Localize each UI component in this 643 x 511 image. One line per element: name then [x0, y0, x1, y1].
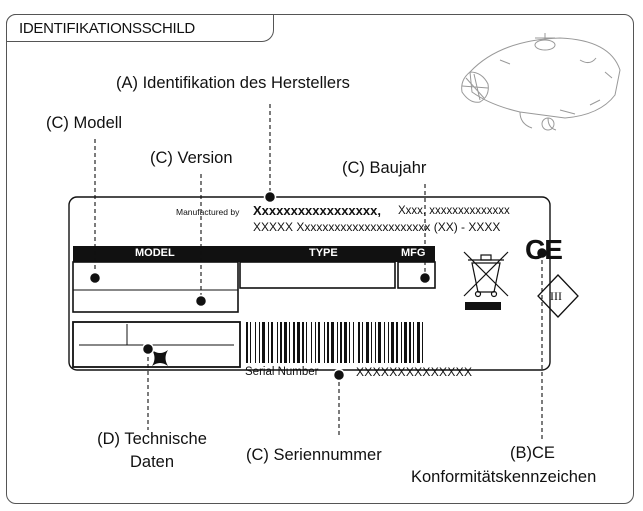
- type-column-header: TYPE: [309, 247, 338, 259]
- plate-header-bar: [73, 246, 435, 262]
- callout-manufacturer: (A) Identifikation des Herstellers: [116, 74, 350, 92]
- ce-mark: CE: [525, 234, 563, 265]
- address-line-2: XXXXX Xxxxxxxxxxxxxxxxxxxxxx (XX) - XXXX: [253, 220, 501, 234]
- class-iii-label: III: [550, 289, 562, 303]
- manufacturer-name: Xxxxxxxxxxxxxxxxx,: [253, 203, 381, 218]
- type-field: [239, 261, 396, 289]
- callout-year: (C) Baujahr: [342, 159, 427, 177]
- callout-technical-line2: Daten: [129, 453, 175, 471]
- callout-serial: (C) Seriennummer: [246, 446, 382, 464]
- mfg-field: [397, 261, 436, 289]
- callout-dots: [88, 190, 549, 382]
- address-line-1: Xxxx, xxxxxxxxxxxxxx: [398, 205, 510, 217]
- callout-ce-line1: (B)CE: [510, 444, 555, 462]
- serial-number-value: XXXXXXXXXXXXXX: [356, 365, 473, 379]
- callout-version: (C) Version: [150, 149, 233, 167]
- weee-bin-icon: [463, 251, 509, 298]
- serial-barcode: [246, 322, 423, 363]
- weee-bar: [465, 302, 501, 310]
- model-column-header: MODEL: [135, 247, 175, 259]
- mfg-column-header: MFG: [401, 247, 426, 259]
- model-field: [72, 261, 239, 313]
- callout-ce-line2: Konformitätskennzeichen: [411, 468, 597, 486]
- callout-technical-line1: (D) Technische: [97, 430, 207, 448]
- callout-model: (C) Modell: [46, 114, 123, 132]
- technical-symbol-icon: [152, 350, 168, 366]
- header-tab: IDENTIFIKATIONSSCHILD: [6, 14, 274, 42]
- serial-number-label: Serial Number: [245, 366, 319, 378]
- manufactured-by-label: Manufactured by: [176, 207, 240, 217]
- figure-title: IDENTIFIKATIONSSCHILD: [19, 20, 195, 37]
- class-iii-diamond: [537, 274, 579, 318]
- figure-frame: [6, 14, 634, 504]
- robot-cleaner-illustration: [461, 33, 621, 131]
- technical-data-box: [72, 321, 241, 368]
- leader-lines: [94, 104, 543, 440]
